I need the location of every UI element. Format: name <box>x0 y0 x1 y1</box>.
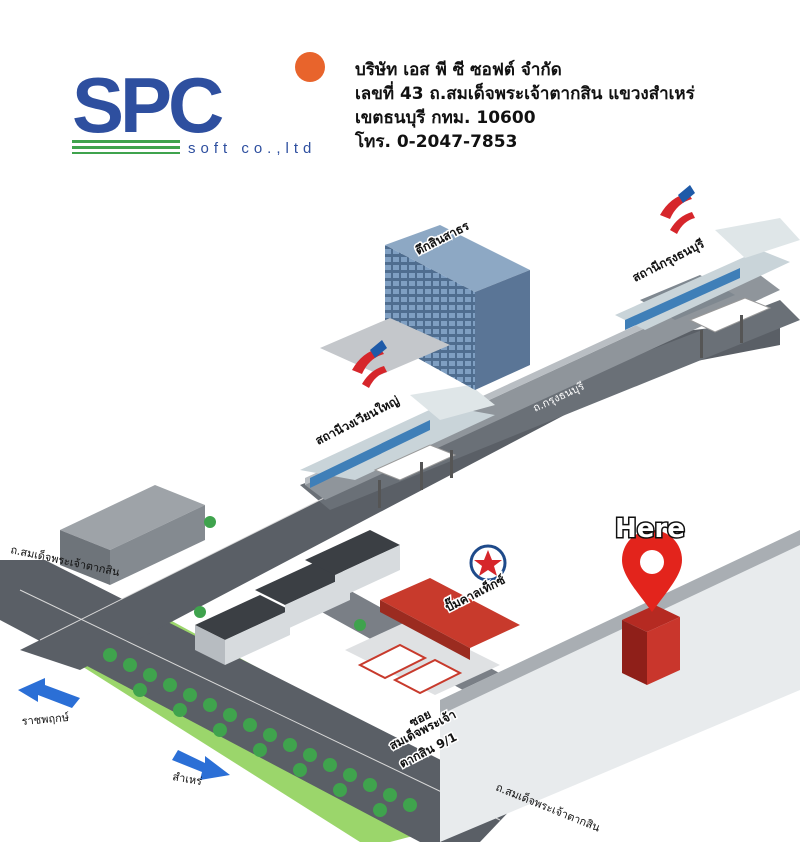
here-label: Here <box>615 514 685 544</box>
gas-station <box>345 544 520 695</box>
logo-dot-icon <box>295 52 325 82</box>
company-phone: โทร. 0-2047-7853 <box>355 132 518 152</box>
grey-building <box>60 485 205 585</box>
location-marker-icon <box>622 530 682 612</box>
bts-logo-icon <box>352 340 387 388</box>
company-info: บริษัท เอส พี ซี ซอฟต์ จำกัด เลขที่ 43 ถ… <box>355 58 695 154</box>
company-address-2: เขตธนบุรี กทม. 10600 <box>355 108 536 128</box>
company-address-1: เลขที่ 43 ถ.สมเด็จพระเจ้าตากสิน แขวงสำเห… <box>355 84 695 104</box>
dir-down-label: สำเหร่ <box>171 770 203 788</box>
townhouses <box>195 530 400 665</box>
logo-mark: SPC <box>72 61 223 149</box>
trees <box>103 516 417 817</box>
arrow-down-icon <box>172 750 230 780</box>
arrow-left-icon <box>18 678 80 708</box>
shophouse-row <box>440 530 800 842</box>
road-krung-thonburi <box>20 320 780 670</box>
logo-subtitle: soft co.,ltd <box>188 140 316 157</box>
station-krung-thonburi <box>615 218 800 358</box>
company-logo: SPC soft co.,ltd <box>72 52 325 157</box>
company-name: บริษัท เอส พี ซี ซอฟต์ จำกัด <box>355 60 562 80</box>
station-wongwian-yai <box>300 385 495 508</box>
bts-logo-icon <box>660 185 695 234</box>
target-building <box>622 605 680 685</box>
dir-left-label: ราชพฤกษ์ <box>21 711 70 728</box>
